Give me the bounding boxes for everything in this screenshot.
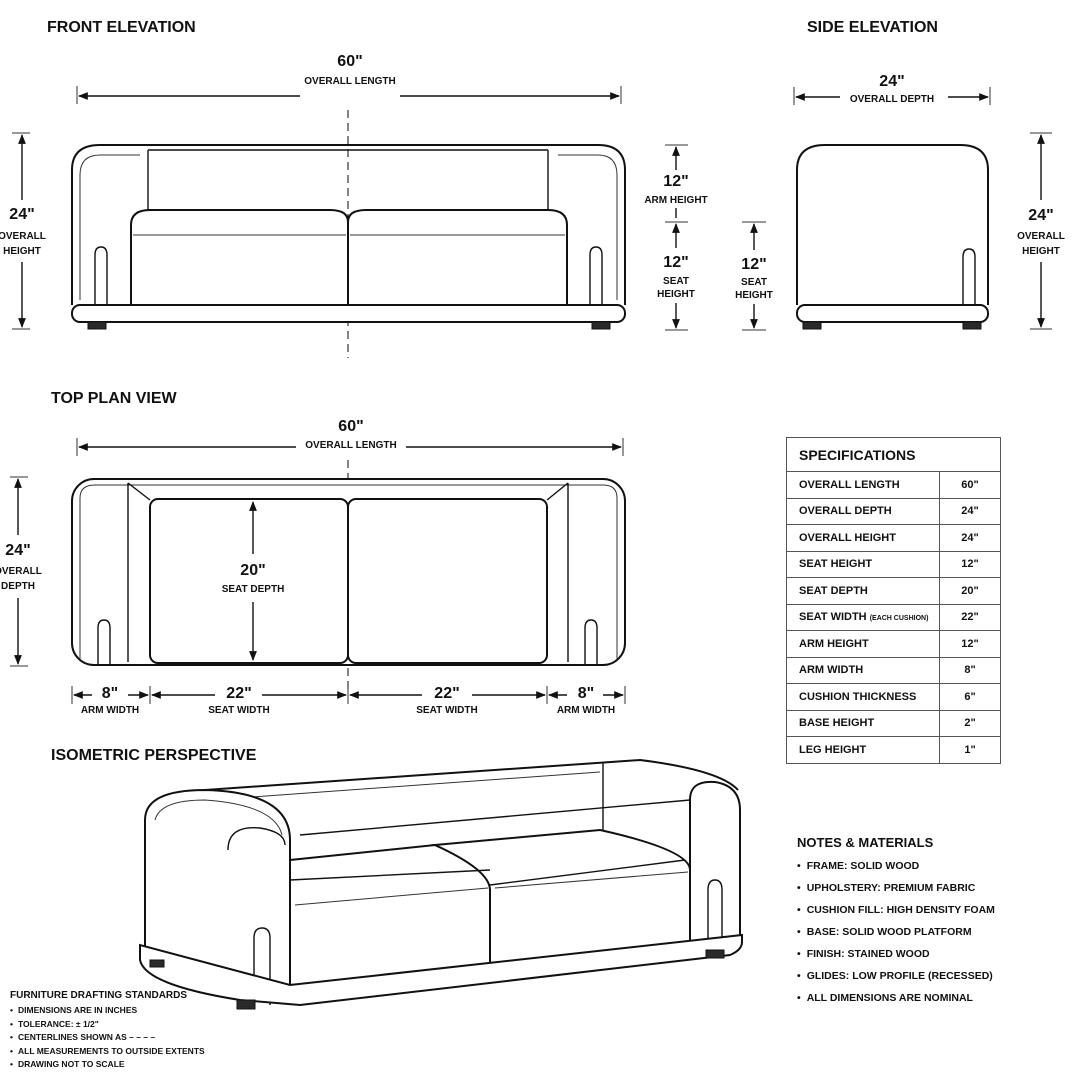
table-row: SEAT DEPTH 20" — [786, 577, 1001, 605]
spec-sublabel: (EACH CUSHION) — [869, 615, 929, 623]
spec-label: SEAT WIDTH — [799, 611, 867, 624]
table-row: CUSHION THICKNESS 6" — [786, 683, 1001, 711]
spec-label: OVERALL HEIGHT — [799, 531, 896, 544]
side-seat-label-2: HEIGHT — [735, 290, 773, 301]
list-item: BASE: SOLID WOOD PLATFORM — [797, 926, 995, 948]
spec-label: OVERALL LENGTH — [799, 478, 900, 491]
front-height-value: 24" — [9, 206, 34, 223]
table-row: SEAT WIDTH (EACH CUSHION) 22" — [786, 603, 1001, 631]
front-seat-label-2: HEIGHT — [657, 289, 695, 300]
top-depth-label-2: DEPTH — [1, 581, 35, 592]
spec-label: LEG HEIGHT — [799, 743, 867, 756]
side-depth-label: OVERALL DEPTH — [850, 94, 934, 105]
top-plan-title: TOP PLAN VIEW — [51, 390, 178, 407]
spec-label: ARM WIDTH — [799, 664, 864, 677]
seat-width-left-label: SEAT WIDTH — [208, 705, 269, 716]
table-row: SEAT HEIGHT 12" — [786, 550, 1001, 578]
list-item: TOLERANCE: ± 1/2" — [10, 1019, 205, 1033]
spec-label: ARM HEIGHT — [799, 637, 869, 650]
seat-depth-label: SEAT DEPTH — [222, 584, 285, 595]
side-seat-label-1: SEAT — [741, 277, 767, 288]
spec-label: SEAT HEIGHT — [799, 558, 873, 571]
specifications-title: SPECIFICATIONS — [786, 437, 1001, 472]
list-item: CENTERLINES SHOWN AS – – – – — [10, 1032, 205, 1046]
isometric-title: ISOMETRIC PERSPECTIVE — [51, 747, 257, 764]
list-item: GLIDES: LOW PROFILE (RECESSED) — [797, 970, 995, 992]
list-item: DRAWING NOT TO SCALE — [10, 1059, 205, 1073]
list-item: CUSHION FILL: HIGH DENSITY FOAM — [797, 904, 995, 926]
list-item: FRAME: SOLID WOOD — [797, 860, 995, 882]
arm-width-left-label: ARM WIDTH — [81, 705, 139, 716]
top-depth-value: 24" — [5, 542, 30, 559]
list-item: FINISH: STAINED WOOD — [797, 948, 995, 970]
front-height-label-2: HEIGHT — [3, 246, 41, 257]
table-row: OVERALL LENGTH 60" — [786, 471, 1001, 499]
side-elevation-title: SIDE ELEVATION — [807, 19, 938, 36]
side-height-label-2: HEIGHT — [1022, 246, 1060, 257]
table-row: LEG HEIGHT 1" — [786, 736, 1001, 764]
top-length-value: 60" — [338, 418, 363, 435]
side-height-value: 24" — [1028, 207, 1053, 224]
list-item: ALL DIMENSIONS ARE NOMINAL — [797, 992, 995, 1014]
side-elevation: SIDE ELEVATION 24" OVERALL DEPTH 12" SEA… — [735, 19, 1065, 331]
spec-label: CUSHION THICKNESS — [799, 690, 917, 703]
front-height-label-1: OVERALL — [0, 231, 46, 242]
table-row: ARM HEIGHT 12" — [786, 630, 1001, 658]
spec-value: 24" — [939, 524, 1001, 552]
table-row: OVERALL DEPTH 24" — [786, 497, 1001, 525]
front-seat-value: 12" — [663, 254, 688, 271]
top-length-label: OVERALL LENGTH — [305, 440, 396, 451]
side-seat-value: 12" — [741, 256, 766, 273]
seat-width-right-label: SEAT WIDTH — [416, 705, 477, 716]
side-depth-value: 24" — [879, 73, 904, 90]
spec-value: 24" — [939, 497, 1001, 525]
notes-title: NOTES & MATERIALS — [797, 835, 934, 850]
front-length-label: OVERALL LENGTH — [304, 76, 395, 87]
drafting-standards: FURNITURE DRAFTING STANDARDS DIMENSIONS … — [10, 990, 205, 1073]
list-item: ALL MEASUREMENTS TO OUTSIDE EXTENTS — [10, 1046, 205, 1060]
standards-list: DIMENSIONS ARE IN INCHES TOLERANCE: ± 1/… — [10, 1005, 205, 1073]
arm-height-label: ARM HEIGHT — [644, 195, 707, 206]
top-plan-view: TOP PLAN VIEW 60" OVERALL LENGTH 20" SEA… — [0, 390, 626, 716]
seat-width-left-value: 22" — [226, 685, 251, 702]
spec-value: 1" — [939, 736, 1001, 764]
spec-value: 60" — [939, 471, 1001, 499]
spec-label: BASE HEIGHT — [799, 717, 875, 730]
seat-depth-value: 20" — [240, 562, 265, 579]
notes-materials: NOTES & MATERIALS FRAME: SOLID WOOD UPHO… — [797, 835, 995, 1014]
isometric-perspective: ISOMETRIC PERSPECTIVE — [51, 747, 743, 1010]
list-item: UPHOLSTERY: PREMIUM FABRIC — [797, 882, 995, 904]
arm-width-right-label: ARM WIDTH — [557, 705, 615, 716]
spec-value: 12" — [939, 550, 1001, 578]
standards-title: FURNITURE DRAFTING STANDARDS — [10, 990, 188, 1001]
notes-list: FRAME: SOLID WOOD UPHOLSTERY: PREMIUM FA… — [797, 860, 995, 1014]
side-height-label-1: OVERALL — [1017, 231, 1065, 242]
list-item: DIMENSIONS ARE IN INCHES — [10, 1005, 205, 1019]
spec-value: 12" — [939, 630, 1001, 658]
spec-value: 22" — [939, 603, 1001, 631]
table-row: OVERALL HEIGHT 24" — [786, 524, 1001, 552]
table-row: BASE HEIGHT 2" — [786, 709, 1001, 737]
front-elevation: FRONT ELEVATION 60" OVERALL LENGTH — [0, 19, 708, 358]
front-length-value: 60" — [337, 53, 362, 70]
arm-width-left-value: 8" — [102, 685, 118, 702]
front-elevation-title: FRONT ELEVATION — [47, 19, 196, 36]
spec-value: 6" — [939, 683, 1001, 711]
front-seat-label-1: SEAT — [663, 276, 689, 287]
seat-width-right-value: 22" — [434, 685, 459, 702]
arm-width-right-value: 8" — [578, 685, 594, 702]
spec-value: 8" — [939, 656, 1001, 684]
arm-height-value: 12" — [663, 173, 688, 190]
specifications-table: SPECIFICATIONS OVERALL LENGTH 60" OVERALL… — [786, 437, 1001, 764]
spec-label: OVERALL DEPTH — [799, 505, 892, 518]
table-row: ARM WIDTH 8" — [786, 656, 1001, 684]
spec-value: 2" — [939, 709, 1001, 737]
spec-value: 20" — [939, 577, 1001, 605]
top-depth-label-1: OVERALL — [0, 566, 42, 577]
spec-label: SEAT DEPTH — [799, 584, 868, 597]
